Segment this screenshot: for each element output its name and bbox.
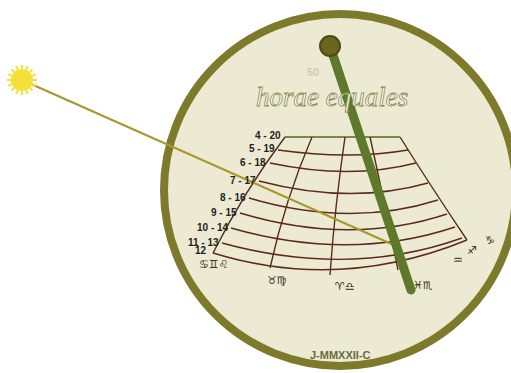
dial-signature: J-MMXXII-C [310, 350, 371, 361]
hour-label: 10 - 14 [197, 223, 228, 233]
hour-grid [213, 137, 467, 275]
sun [7, 65, 37, 95]
dial-motto: horae equales [256, 84, 408, 111]
zodiac-sign: ♋♊♌ [199, 259, 229, 270]
zodiac-sign: ♑ [485, 235, 495, 246]
hour-label: 6 - 18 [240, 158, 266, 168]
latitude-number: 50 [307, 67, 319, 78]
zodiac-sign: ♓♏ [413, 280, 433, 291]
zodiac-sign: ♉♍ [267, 275, 287, 286]
hour-label: 5 - 19 [249, 144, 275, 154]
zodiac-sign: ♈♎ [335, 281, 355, 292]
hour-label: 9 - 15 [211, 208, 237, 218]
zodiac-sign: ♒ [453, 255, 463, 266]
hour-label: 12 [195, 246, 206, 256]
gnomon-knob [320, 36, 340, 56]
hour-label: 4 - 20 [255, 131, 281, 141]
hour-label: 7 - 17 [230, 176, 256, 186]
hour-label: 8 - 16 [220, 193, 246, 203]
gnomon [330, 46, 411, 290]
zodiac-sign: ♐ [467, 245, 477, 256]
dial-plate [164, 14, 511, 366]
